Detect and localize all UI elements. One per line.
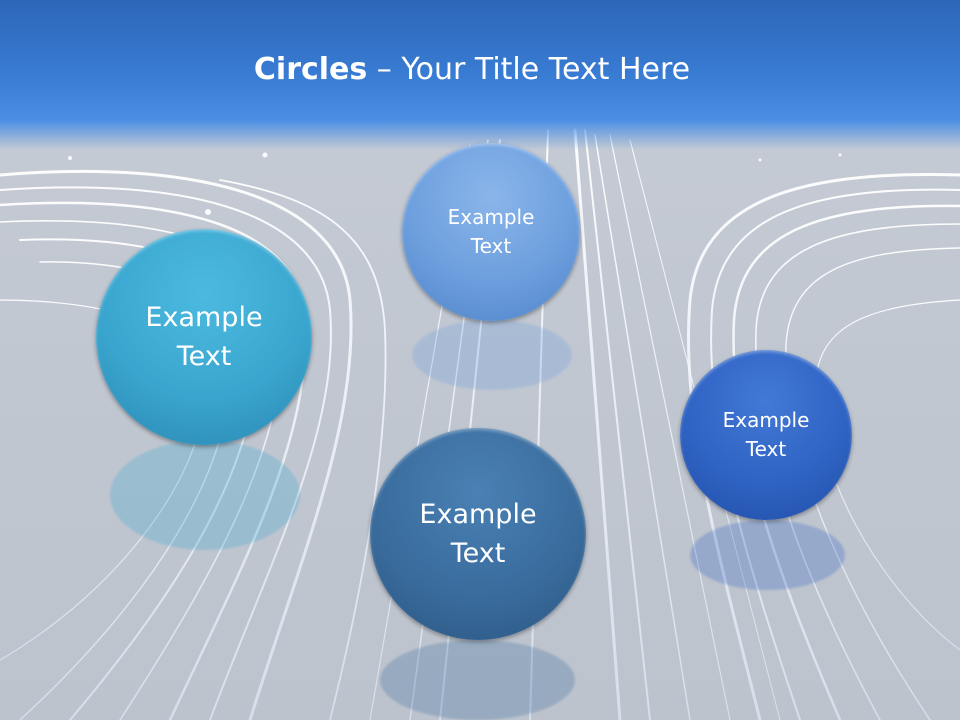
title-rest-part: – Your Title Text Here	[367, 52, 691, 87]
circle-3-reflection	[380, 640, 575, 720]
circle-3[interactable]: Example Text	[370, 428, 586, 640]
slide-title: Circles – Your Title Text Here	[0, 52, 944, 87]
circle-1-reflection	[110, 440, 300, 550]
circle-2-reflection	[412, 320, 572, 390]
title-bold-part: Circles	[253, 52, 368, 87]
circle-2[interactable]: Example Text	[402, 143, 580, 321]
circle-1-label: Example Text	[145, 301, 263, 372]
circle-4[interactable]: Example Text	[680, 350, 852, 520]
circle-2-label: Example Text	[447, 205, 535, 258]
circle-1[interactable]: Example Text	[96, 229, 312, 445]
title-banner	[0, 0, 960, 150]
circle-4-reflection	[690, 520, 845, 590]
circle-4-label: Example Text	[722, 408, 810, 461]
circle-3-label: Example Text	[419, 498, 537, 569]
